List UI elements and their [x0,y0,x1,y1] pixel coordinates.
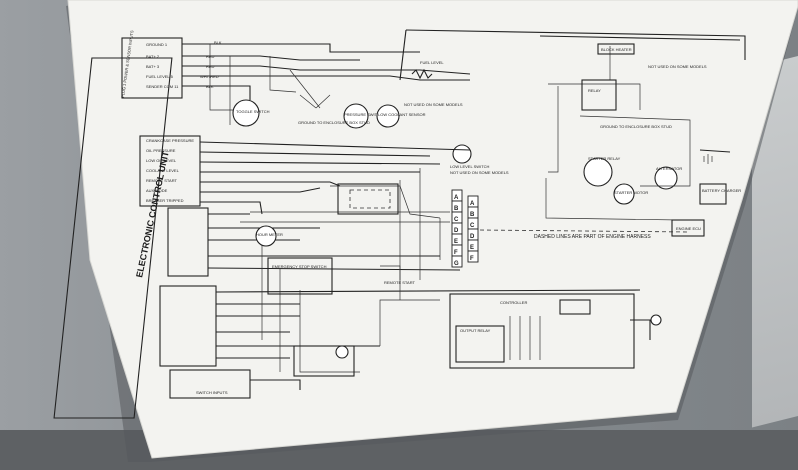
connector-letter: F [470,256,474,262]
input-label: BAT+ 2 [146,54,160,59]
alternator-label: ALTERNATOR [656,166,682,171]
mid-input-label: COOLANT LEVEL [146,168,180,173]
connector-letter: E [470,245,474,251]
remote-start-label: REMOTE START [384,280,416,285]
right-engine-section: RELAY BLOCK HEATER NOT USED ON SOME MODE… [539,35,741,237]
output-relay-label: OUTPUT RELAY [460,328,491,333]
mid-input-label: OIL PRESSURE [146,148,176,153]
dashed-lines-note: DASHED LINES ARE PART OF ENGINE HARNESS [534,234,651,240]
ground-label: GROUND TO ENCLOSURE BOX STUD [298,120,370,125]
harness-connector: A B C D E F G A B C D E F [451,189,479,268]
mid-input-label: REMOTE START [146,178,178,183]
not-used-label: NOT USED ON SOME MODELS [404,102,463,107]
starter-motor-label: STARTER MOTOR [614,190,648,195]
mid-inputs-box [139,135,201,207]
top-wires [182,29,746,125]
fuel-resistor-symbol [411,68,433,80]
connector-letter: B [470,212,475,218]
input-label: BAT+ 3 [146,64,160,69]
mid-wires [199,141,471,223]
low-level-switch-symbol [452,144,472,164]
relay-box [337,183,399,215]
ecu-outline [53,57,173,419]
connector-letter: G [454,261,459,267]
plug1-box [121,37,183,99]
output-box [159,285,217,367]
wire-color-label: BLK [214,40,222,45]
remote-start-wire [380,265,401,280]
toggle-switch-symbol [232,99,260,127]
low-level-switch-label: LOW LEVEL SWITCH [450,164,490,169]
lower-input-box [167,207,209,277]
not-used-label-2: NOT USED ON SOME MODELS [450,170,509,175]
connector-letter: F [454,250,458,256]
relay-label: RELAY [588,88,601,93]
low-coolant-sensor-symbol [376,104,400,128]
input-label: GROUND 1 [146,42,168,47]
switch-inputs-label: SWITCH INPUTS [196,390,228,395]
mid-input-label: CRANKCASE PRESSURE [146,138,194,143]
switch-inputs-box [169,369,251,399]
mid-input-rows: CRANKCASE PRESSURE OIL PRESSURE LOW OIL … [146,138,194,203]
battery-charger-label: BATTERY CHARGER [702,188,741,193]
fuel-level-label: FUEL LEVEL [420,60,444,65]
engine-harness-dash [479,229,691,233]
right-not-used-label: NOT USED ON SOME MODELS [648,64,707,69]
connector-letter: C [470,223,475,229]
mid-input-label: AUX MODE [146,188,168,193]
mid-input-label: BREAKER TRIPPED [146,198,184,203]
pressure-switch-label: PRESSURE SWITCH [344,112,383,117]
input-label: FUEL LEVEL 5 [146,74,174,79]
connector-letter: C [454,217,459,223]
controller-label: CONTROLLER [500,300,527,305]
lower-wires [207,168,641,390]
starter-relay-label: STARTER RELAY [588,156,621,161]
bottom-relay-box [293,345,355,377]
connector-letter: A [470,201,475,207]
emergency-stop-label: EMERGENCY STOP SWITCH [272,264,327,269]
mid-input-label: LOW OIL LEVEL [146,158,177,163]
connector-letter: E [454,239,458,245]
engine-ecu-label: ENGINE ECU [676,226,701,231]
output-relay-box [455,325,505,363]
block-heater-label: BLOCK HEATER [601,47,632,52]
input-label: SENDER COM 11 [146,84,179,89]
right-ground-label: GROUND TO ENCLOSURE BOX STUD [600,124,672,129]
low-coolant-label: LOW COOLANT SENSOR [378,112,426,117]
toggle-switch-label: TOGGLE SWITCH [236,109,270,114]
connector-letter: D [454,228,459,234]
connector-letter: A [454,195,459,201]
controller-box [449,293,635,369]
connector-letter: B [454,206,459,212]
connector-letter: D [470,234,475,240]
hour-meter-symbol [255,225,277,247]
pressure-switch-symbol [343,103,369,129]
emergency-stop-box [267,257,333,295]
hour-meter-label: HOUR METER [256,232,283,237]
